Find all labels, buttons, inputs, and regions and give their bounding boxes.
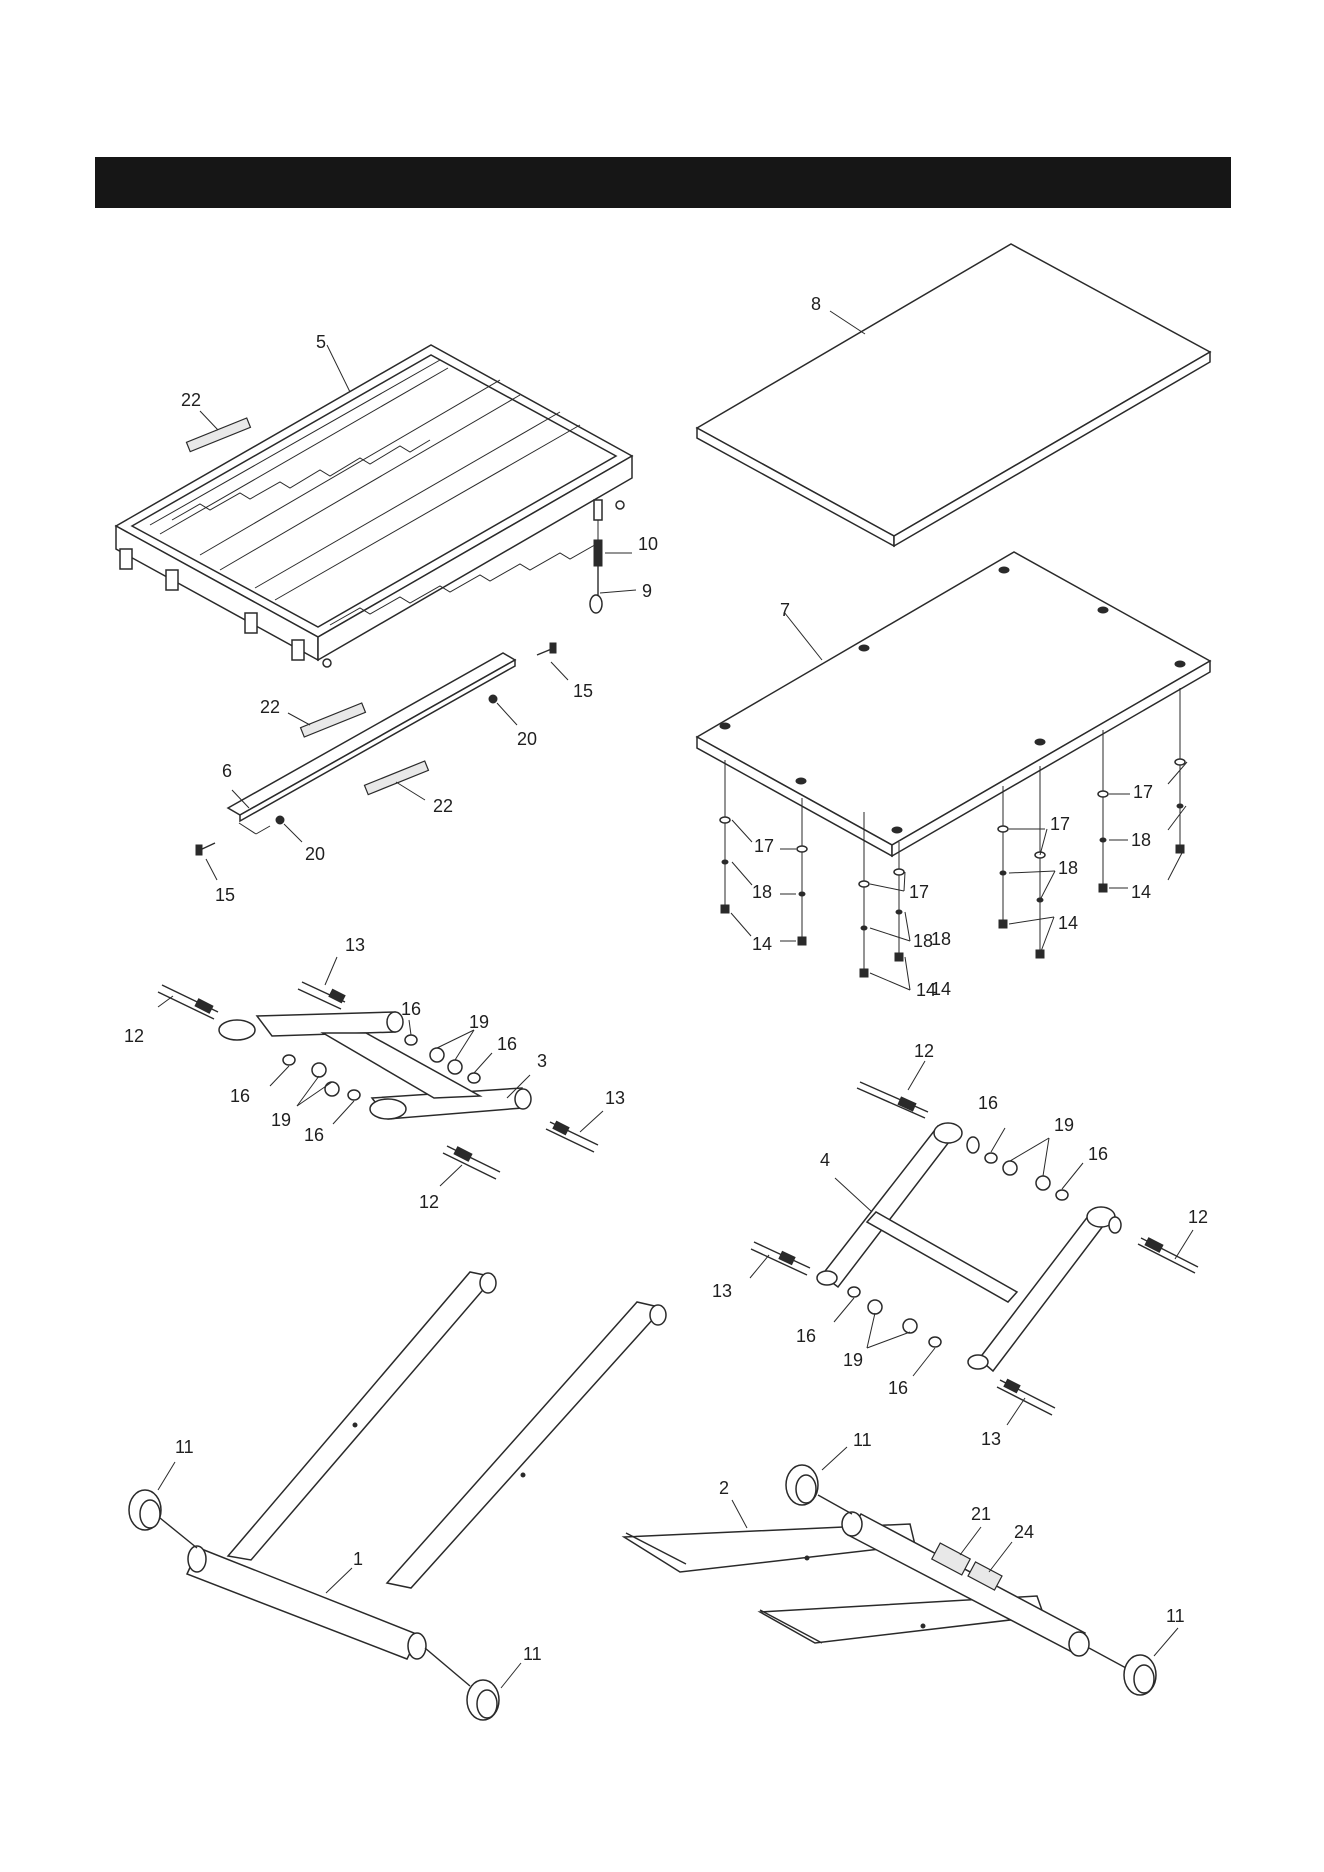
part-22-decal-b: [301, 703, 366, 737]
callout-16-h: 16: [888, 1378, 908, 1398]
callout-24: 24: [1014, 1522, 1034, 1542]
callout-1: 1: [353, 1549, 363, 1569]
callout-10: 10: [638, 534, 658, 554]
callout-19-a: 19: [469, 1012, 489, 1032]
part-12-axle-a: [158, 985, 218, 1019]
callout-12-b: 12: [419, 1192, 439, 1212]
callout-16-g: 16: [796, 1326, 816, 1346]
callout-19-d: 19: [843, 1350, 863, 1370]
callout-8: 8: [811, 294, 821, 314]
part-11-wheel-a: [129, 1490, 197, 1548]
part-6-rail: [228, 653, 515, 834]
callout-18-c: 18: [1058, 858, 1078, 878]
part-11-wheel-d: [1089, 1648, 1156, 1695]
callout-18-d: 18: [1131, 830, 1151, 850]
callout-11-a: 11: [175, 1437, 194, 1457]
callout-17-a: 17: [754, 836, 774, 856]
callout-7: 7: [780, 600, 790, 620]
callout-18-e: 18: [931, 929, 951, 949]
callout-20-b: 20: [305, 844, 325, 864]
callout-5: 5: [316, 332, 326, 352]
part-13-axle-c: [751, 1242, 810, 1275]
callout-17-d: 17: [1133, 782, 1153, 802]
callout-13-a: 13: [345, 935, 365, 955]
callout-14-a: 14: [752, 934, 772, 954]
callout-16-d: 16: [304, 1125, 324, 1145]
callout-13-c: 13: [712, 1281, 732, 1301]
callout-3: 3: [537, 1051, 547, 1071]
callout-19-b: 19: [271, 1110, 291, 1130]
callout-21: 21: [971, 1504, 991, 1524]
part-4-washers-nuts: [848, 1153, 1068, 1347]
callout-18-a: 18: [752, 882, 772, 902]
part-13-axle-a: [298, 982, 345, 1009]
callout-15-b: 15: [215, 885, 235, 905]
part-8-table-top-board: [697, 244, 1210, 546]
part-20-nut-b: [276, 816, 284, 824]
callout-19-c: 19: [1054, 1115, 1074, 1135]
callout-9: 9: [642, 581, 652, 601]
part-11-wheel-b: [425, 1648, 499, 1720]
part-13-axle-d: [997, 1379, 1055, 1415]
callout-14-c: 14: [1058, 913, 1078, 933]
part-15-bolt-a: [537, 643, 556, 655]
callout-12-d: 12: [1188, 1207, 1208, 1227]
callout-20-a: 20: [517, 729, 537, 749]
callout-16-a: 16: [401, 999, 421, 1019]
part-7-base-board: [697, 552, 1210, 856]
callout-11-b: 11: [523, 1644, 542, 1664]
part-13-axle-b: [546, 1121, 598, 1152]
part-4-crossframe: [817, 1123, 1121, 1371]
callout-2: 2: [719, 1478, 729, 1498]
callout-16-b: 16: [497, 1034, 517, 1054]
part-12-axle-b: [443, 1146, 500, 1179]
callout-16-c: 16: [230, 1086, 250, 1106]
callout-22-a: 22: [181, 390, 201, 410]
callout-22-c: 22: [433, 796, 453, 816]
part-20-nut-a: [489, 695, 497, 703]
callout-13-d: 13: [981, 1429, 1001, 1449]
callout-15-a: 15: [573, 681, 593, 701]
callout-11-d: 11: [1166, 1606, 1185, 1626]
part-10-spring: [594, 520, 602, 566]
callout-14-e: 14: [931, 979, 951, 999]
callout-16-e: 16: [978, 1093, 998, 1113]
callout-11-c: 11: [853, 1430, 872, 1450]
callout-4: 4: [820, 1150, 830, 1170]
part-1-base-frame: [187, 1272, 666, 1659]
callout-12-c: 12: [914, 1041, 934, 1061]
part-12-axle-c: [857, 1082, 928, 1118]
callout-22-b: 22: [260, 697, 280, 717]
callout-17-b: 17: [909, 882, 929, 902]
callout-6: 6: [222, 761, 232, 781]
part-22-decal-c: [364, 761, 428, 795]
callout-17-c: 17: [1050, 814, 1070, 834]
part-9-pin: [590, 566, 602, 613]
part-12-axle-d: [1138, 1238, 1198, 1273]
callout-13-b: 13: [605, 1088, 625, 1108]
part-22-decal-a: [186, 418, 250, 452]
callout-12-a: 12: [124, 1026, 144, 1046]
part-11-wheel-c: [786, 1465, 852, 1514]
callout-14-d: 14: [1131, 882, 1151, 902]
callout-16-f: 16: [1088, 1144, 1108, 1164]
part-15-bolt-b: [196, 843, 215, 855]
